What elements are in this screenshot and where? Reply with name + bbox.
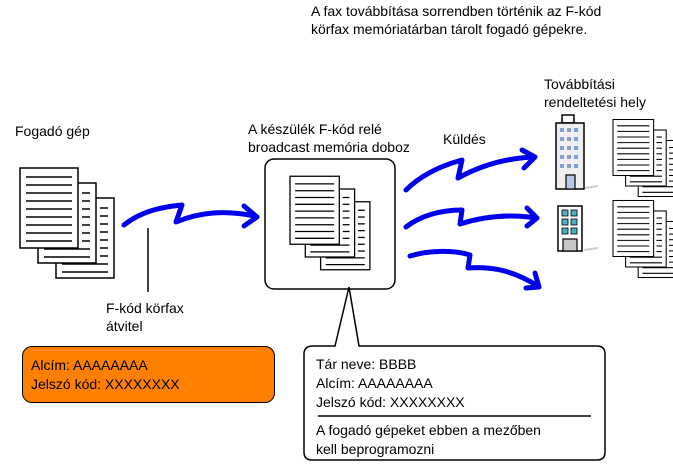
sender-settings-box: Alcím: AAAAAAAA Jelszó kód: XXXXXXXX <box>22 346 275 403</box>
callout-passcode: Jelszó kód: XXXXXXXX <box>316 394 465 410</box>
sender-subaddress: Alcím: AAAAAAAA <box>31 357 148 373</box>
relay-box-label-line-1: A készülék F-kód relé <box>248 121 382 137</box>
send-arrow-3 <box>407 248 541 289</box>
send-arrow-3-head <box>523 270 542 291</box>
sending-label: Küldés <box>443 131 486 147</box>
send-arrow-2 <box>403 207 539 230</box>
sender-passcode: Jelszó kód: XXXXXXXX <box>31 376 180 392</box>
receiving-machine-label: Fogadó gép <box>15 123 90 139</box>
callout-note-line-1: A fogadó gépeket ebben a mezőben <box>316 422 541 438</box>
description-line-2: körfax memóriatárban tárolt fogadó gépek… <box>311 21 588 37</box>
receiving-documents-icon <box>19 167 115 279</box>
send-arrow-2-head <box>524 205 540 229</box>
callout-box-name: Tár neve: BBBB <box>316 356 417 372</box>
relay-box-label-line-2: broadcast memória doboz <box>248 139 410 155</box>
description-line-1: A fax továbbítása sorrendben történik az… <box>311 3 602 19</box>
transmission-arrow <box>121 202 258 228</box>
send-arrow-1-head <box>519 147 538 171</box>
callout-note-line-2: kell beprogramozni <box>316 441 435 457</box>
transmission-label-line-2: átvitel <box>106 318 143 334</box>
callout-subaddress: Alcím: AAAAAAAA <box>316 375 433 391</box>
destination-documents-icon-1 <box>612 118 673 198</box>
office-building-icon <box>555 114 599 190</box>
destination-label-line-2: rendeltetési hely <box>544 94 646 110</box>
office-building-icon-2 <box>557 205 599 252</box>
destination-documents-icon-2 <box>612 199 673 279</box>
send-arrow-1 <box>403 154 537 193</box>
transmission-arrow-head <box>241 203 260 229</box>
transmission-label-line-1: F-kód körfax <box>106 300 184 316</box>
destination-label-line-1: Továbbítási <box>544 76 615 92</box>
